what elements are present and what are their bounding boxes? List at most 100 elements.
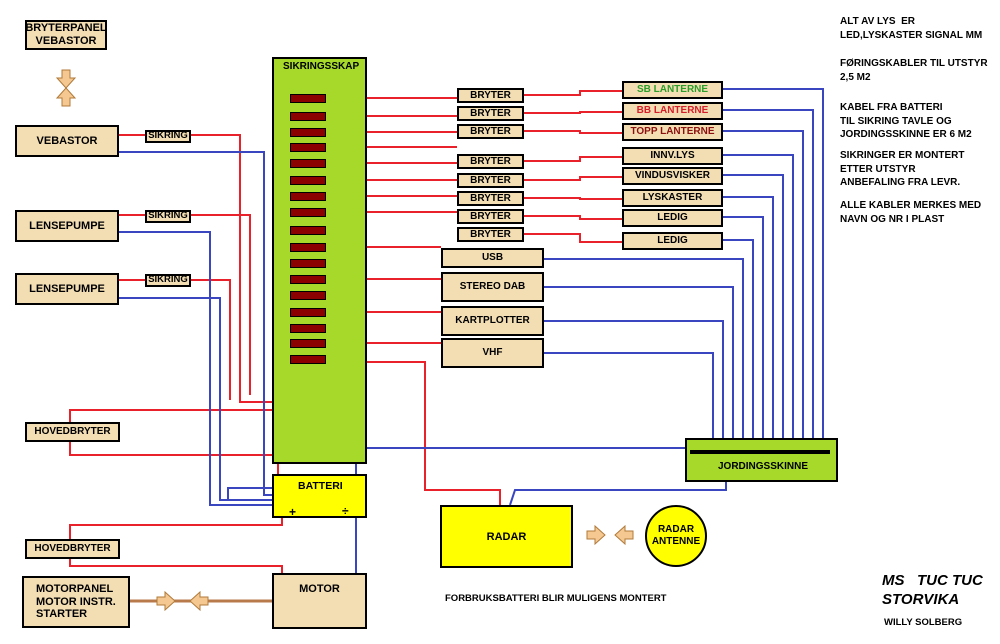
fuse [290,226,326,235]
hovedbryter-1: HOVEDBRYTER [25,422,120,442]
fuse [290,324,326,333]
load-4: INNV.LYS [622,147,723,165]
lensepumpe-2: LENSEPUMPE [15,273,119,305]
hovedbryter-2: HOVEDBRYTER [25,539,120,559]
lensepumpe-1: LENSEPUMPE [15,210,119,242]
wire-device-ground [544,258,744,453]
fuse [290,128,326,137]
wire-load-ground [723,88,824,453]
bryterpanel-vebastor: BRYTERPANEL VEBASTOR [25,20,107,50]
fuse [290,291,326,300]
load-5: VINDUSVISKER [622,167,723,185]
load-1: SB LANTERNE [622,81,723,99]
fuse [290,308,326,317]
jordingsskinne [685,438,838,482]
sikring-3: SIKRING [145,274,191,287]
wire-batt-hovedbryter2 [69,515,283,539]
batteri-label: BATTERI [298,480,343,492]
arrow-left-icon [189,590,209,612]
wire-switch-load [524,176,622,181]
wire-switch-load [524,130,622,134]
wire-device-ground [544,286,734,453]
connector-arrows [55,69,634,612]
note-foringskabler: FØRINGSKABLER TIL UTSTYR 2,5 M2 [840,58,988,83]
load-8: LEDIG [622,232,723,250]
wire-load-ground [723,174,784,453]
wire-switch-load [524,197,622,200]
wire-hovedbryter1-top [69,402,279,422]
fuse [290,159,326,168]
motorpanel: MOTORPANEL MOTOR INSTR. STARTER [22,576,130,628]
wire-lense1-neg [119,231,310,506]
sikring-1: SIKRING [145,130,191,143]
wire-switch-load [524,215,622,220]
wire-switch-load [524,90,622,96]
device-1: USB [441,248,544,268]
switch-4: BRYTER [457,154,524,169]
wire-switch-load [524,111,622,114]
switch-7: BRYTER [457,209,524,224]
wire-load-ground [723,154,794,453]
arrow-right-icon [586,524,606,546]
motor: MOTOR [272,573,367,629]
wire-switch-load [524,233,622,243]
fuse [290,176,326,185]
vebastor: VEBASTOR [15,125,119,157]
device-4: VHF [441,338,544,368]
sikringsskap-label: SIKRINGSSKAP [283,61,360,72]
fuse [290,143,326,152]
fuse [290,339,326,348]
arrow-right-icon [156,590,176,612]
fuse [290,192,326,201]
device-2: STEREO DAB [441,272,544,302]
radar: RADAR [440,505,573,568]
fuse [290,355,326,364]
wire-lense2-neg [119,297,310,501]
fuse [290,112,326,121]
load-6: LYSKASTER [622,189,723,207]
fuse [290,208,326,217]
wire-load-ground [723,216,764,453]
fuse [290,243,326,252]
arrow-left-icon [614,524,634,546]
battery-minus-terminal: ÷ [342,504,349,518]
wire-device-ground [544,352,714,453]
switch-6: BRYTER [457,191,524,206]
note-sikringer: SIKRINGER ER MONTERT ETTER UTSTYR ANBEFA… [840,150,965,188]
load-3: TOPP LANTERNE [622,123,723,141]
wire-radar-pos [330,361,501,505]
wire-load-ground [723,239,754,453]
wire-radar-neg [509,480,727,506]
wire-device-ground [544,320,724,453]
battery-plus-terminal: + [289,505,297,519]
wire-load-ground [723,109,814,453]
switch-1: BRYTER [457,88,524,103]
wire-switch-load [524,156,622,162]
wire-lense1-fuse [191,214,251,395]
ground-bar [690,450,830,454]
note-led: ALT AV LYS ER LED,LYSKASTER SIGNAL MM [840,16,983,41]
device-3: KARTPLOTTER [441,306,544,336]
wire-lense2-fuse [191,279,231,400]
wire-load-ground [723,196,774,453]
fuse [290,259,326,268]
wire-load-ground [723,130,804,453]
load-7: LEDIG [622,209,723,227]
note-kabel-batteri: KABEL FRA BATTERI TIL SIKRING TAVLE OG J… [840,102,972,140]
sikring-2: SIKRING [145,210,191,223]
switch-8: BRYTER [457,227,524,242]
batteri [272,474,367,518]
jordingsskinne-label: JORDINGSSKINNE [718,461,809,472]
switch-2: BRYTER [457,106,524,121]
note-merking: ALLE KABLER MERKES MED NAVN OG NR I PLAS… [840,200,982,225]
radar-antenne: RADAR ANTENNE [645,505,707,567]
wire-vebastor-fuse [191,110,283,403]
arrow-up-icon [55,87,77,107]
fuse [290,275,326,284]
switch-5: BRYTER [457,173,524,188]
forbruksbatteri-note: FORBRUKSBATTERI BLIR MULIGENS MONTERT [445,593,667,604]
arrow-down-icon [55,69,77,89]
author: WILLY SOLBERG [884,617,963,628]
fuse [290,94,326,103]
switch-3: BRYTER [457,124,524,139]
